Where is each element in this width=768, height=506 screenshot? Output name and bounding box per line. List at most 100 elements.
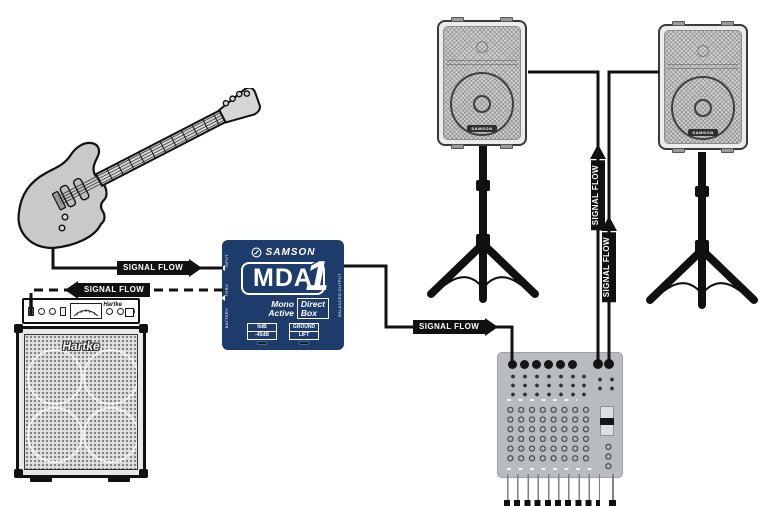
signal-flow-label-di-amp: SIGNAL FLOW [64,281,151,299]
cab-corner-protector [139,324,148,333]
amp-cabinet: Hartke [16,326,146,478]
pa-speaker-left: SAMSON [437,17,527,149]
eq-arc-icon [73,309,99,317]
ground-switch-bottom-label: LIFT [290,331,318,339]
grille-seam [668,64,738,69]
pad-switch-top-label: 0dB [257,324,267,330]
mixer-master-fader-cap [609,500,616,506]
stand-pole [698,152,706,256]
mixer-input-jack [544,360,553,369]
speaker-grille: SAMSON [664,30,742,144]
tweeter-icon [476,41,488,53]
amp-knob [117,307,124,315]
ground-lift-switch: GROUND LIFT [289,323,319,345]
signal-flow-label-left-speaker: SIGNAL FLOW [591,160,605,231]
stand-braces [663,282,741,295]
speaker-grille: SAMSON [443,26,521,140]
amp-head-brand: Hartke [103,302,122,308]
bass-guitar [17,88,261,250]
guitar-strings [57,111,226,205]
di-thru-jack-icon [221,295,225,301]
di-type-word1: Mono [271,299,294,309]
mixer-output-jack-left [593,359,603,369]
speaker-foot [721,148,734,153]
tweeter-icon [697,45,709,57]
mixer-master-slider-cap [600,418,614,425]
mixer-fader-ticks [507,468,594,470]
amp-input-jack [28,306,34,316]
di-battery-label: BATTERY [224,308,229,329]
di-model: MDA [253,264,313,292]
woofer-dustcap [473,95,491,113]
guitar-knob [58,224,66,232]
ground-switch-nub [299,341,309,345]
pad-switch-bottom-label: -45dB [248,331,276,339]
di-type-boxed: Direct Box [296,298,329,319]
cab-speaker-outline [83,407,137,463]
di-model-digit: 1 [305,252,329,299]
di-brand: SAMSON [265,247,316,258]
amp-knob [49,307,56,315]
speaker-brand-badge: SAMSON [467,125,497,132]
mixer-input-jack [568,360,577,369]
di-subtitle: Mono Active Direct Box [237,298,329,319]
ground-switch-top-label: GROUND [292,324,316,330]
stand-collar [695,186,709,197]
speaker-foot [721,21,734,26]
woofer-dustcap [694,99,712,117]
guitar-pickup [59,184,77,208]
woofer [450,72,514,136]
cab-speaker-outline [27,407,83,463]
amp-jack [60,306,66,316]
cab-corner-protector [139,469,148,478]
amp-power-button [125,308,134,317]
speaker-foot [451,17,464,22]
speaker-foot [451,144,464,149]
guitar-bridge [51,191,67,211]
speaker-foot [672,148,685,153]
woofer [671,76,735,140]
mixer-input-jack [520,360,529,369]
di-brand-row: SAMSON [222,240,344,258]
speaker-foot [500,144,513,149]
mixer-input-jack [508,360,517,369]
di-type-word2: Active [268,307,294,318]
stand-pole [479,146,487,250]
di-type-boxed1: Direct [300,299,325,309]
cab-speaker-outline [27,349,83,405]
cab-grille: Hartke [24,334,138,470]
cab-foot [30,476,52,482]
di-type-boxed2: Box [300,307,317,318]
mixer-gain-knobs [506,371,576,398]
signal-flow-arrow-up [590,144,606,159]
mixer-channel-ticks [507,399,577,401]
amp-head: Hartke [22,298,140,324]
stand-legs [427,240,539,303]
mixer-eq-knob-grid [505,405,592,463]
mixer-output-jack-right [604,359,614,369]
cab-corner-protector [14,324,23,333]
speaker-foot [500,17,513,22]
stand-legs [646,246,758,309]
mixer-input-jack [556,360,565,369]
pa-speaker-right: SAMSON [658,21,748,153]
signal-flow-label-guitar-di: SIGNAL FLOW [117,259,203,277]
mixer-master-knobs [593,374,615,392]
mixer-right-knob-column [603,442,613,471]
amp-cab-brand: Hartke [62,339,100,353]
mixer-master-fader-track [612,474,614,506]
amp-eq-graphic [70,303,102,319]
di-switches: 0dB -45dB GROUND LIFT [222,323,344,345]
pad-switch-nub [257,341,267,345]
amp-knob [106,307,113,315]
guitar-headstock [218,88,261,124]
di-input-jack-icon [221,265,225,271]
speaker-brand-badge: SAMSON [688,129,718,136]
guitar-pickup [72,177,90,201]
di-type-words: Mono Active [268,300,294,317]
guitar-tuners [222,90,251,107]
signal-flow-label-right-speaker: SIGNAL FLOW [602,232,616,303]
mixer-fader-caps [504,500,600,506]
stand-collar [476,180,490,191]
